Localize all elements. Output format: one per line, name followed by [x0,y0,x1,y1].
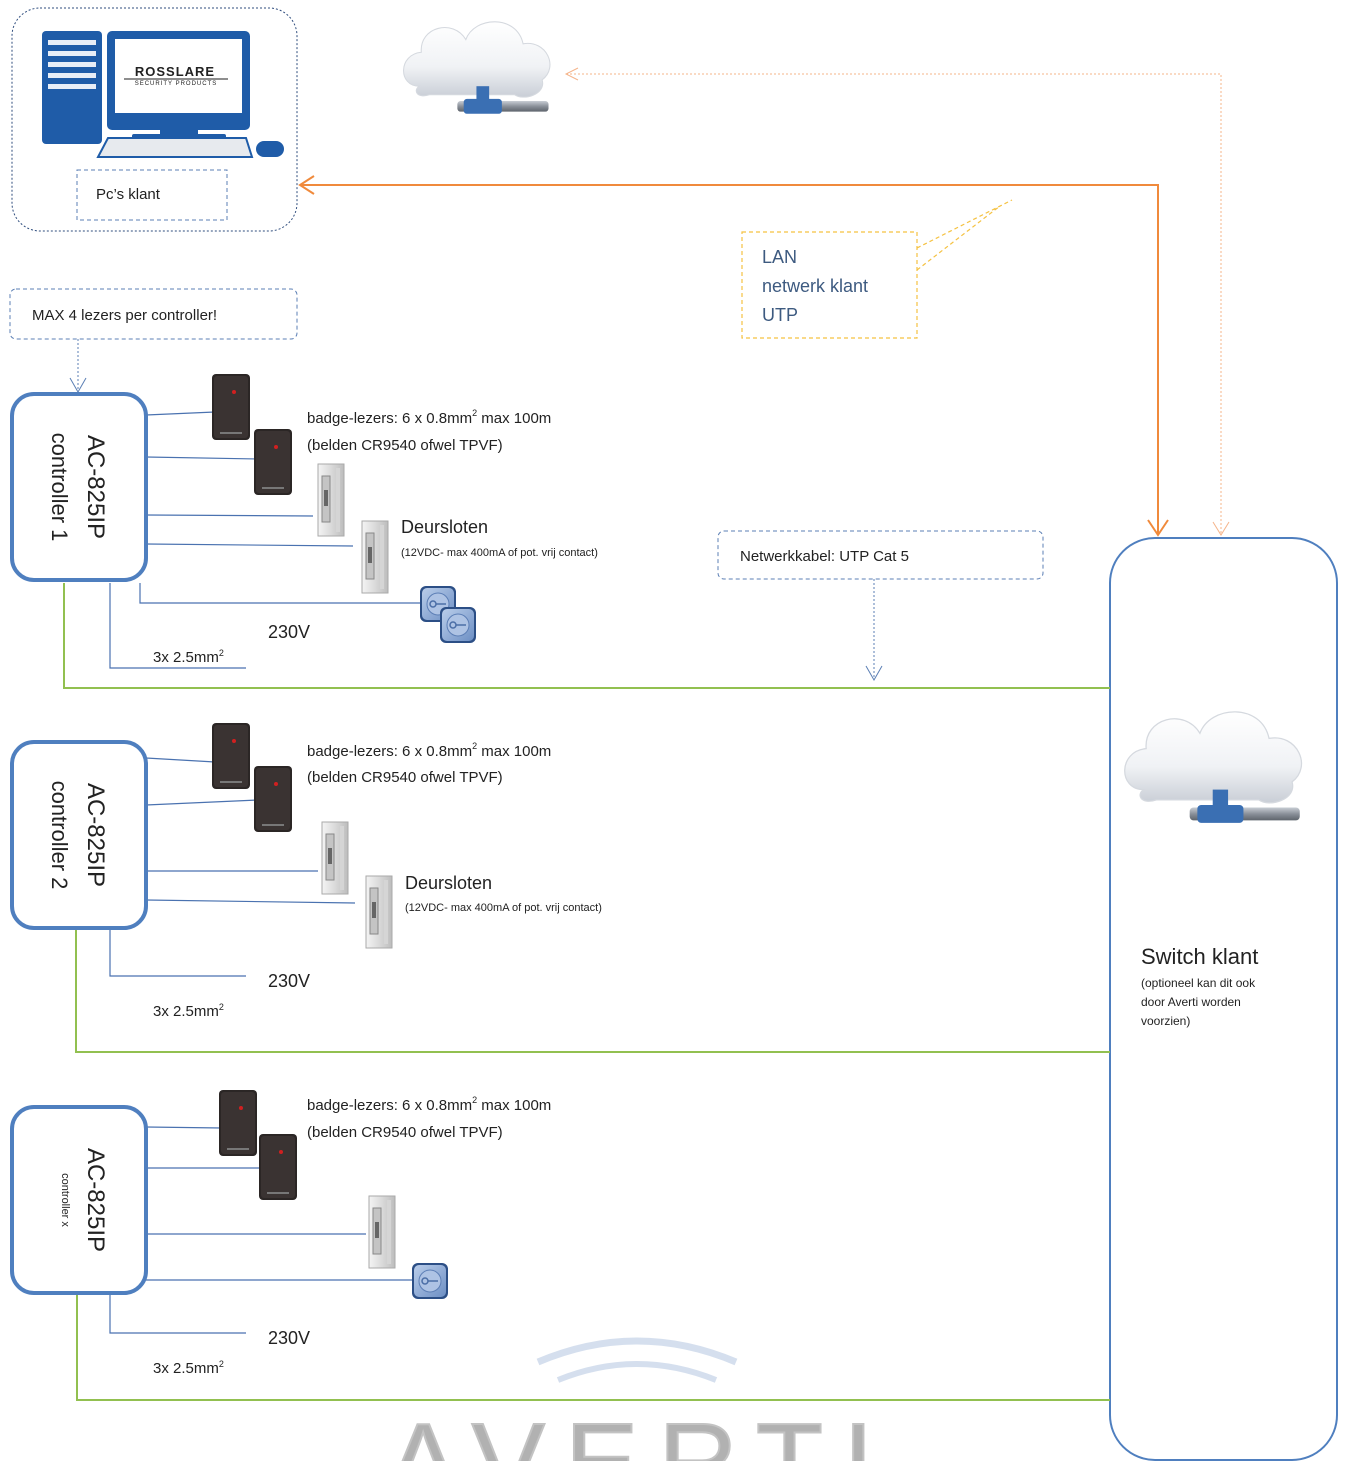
controller-1-locks-title: Deursloten [401,517,488,537]
switch-title: Switch klant [1141,944,1258,969]
network-cable-note: Netwerkkabel: UTP Cat 5 [717,530,1044,682]
exit-button-icon [439,606,477,644]
reader-icon [212,723,250,789]
controller-1-name: controller 1 [47,433,72,542]
logo-sub-text: SECURITY PRODUCTS [135,81,218,87]
switch-box [1109,537,1338,1461]
controller-2-locks-title: Deursloten [405,873,492,893]
internet-link-line [566,73,1222,535]
controller-2-network-line [75,929,1110,1053]
lan-line-2: netwerk klant [762,276,868,296]
controller-2-locks-desc: (12VDC- max 400mA of pot. vrij contact) [405,902,602,914]
door-lock-icon [368,1195,396,1269]
switch-desc-3: voorzien) [1141,1014,1190,1028]
door-lock-icon [361,520,389,594]
controller-1-readers-spec: badge-lezers: 6 x 0.8mm2 max 100m [307,408,551,427]
pc-label-box [76,169,228,221]
computer-icon [42,31,284,158]
pc-group: ROSSLARE SECURITY PRODUCTS Pc’s klant [11,7,298,232]
controller-x-cable: 3x 2.5mm2 [153,1359,224,1377]
controller-x-group: AC-825IP controller x badge-lezers: 6 x … [10,1090,1110,1401]
switch-desc-2: door Averti worden [1141,995,1241,1009]
switch-group: Switch klant (optioneel kan dit ook door… [1109,537,1338,1461]
lan-arrow-left [298,175,315,195]
switch-desc-1: (optioneel kan dit ook [1141,976,1256,990]
controller-2-model: AC-825IP [82,783,109,887]
reader-icon [254,766,292,832]
controller-2-readers-cable: (belden CR9540 ofwel TPVF) [307,769,503,786]
network-cable-text: Netwerkkabel: UTP Cat 5 [740,548,909,565]
reader-icon [212,374,250,440]
internet-arrow-down [1212,521,1230,536]
averti-watermark: AVERTI [385,1337,893,1461]
lan-line-3: UTP [762,305,798,325]
reader-icon [259,1134,297,1200]
max-readers-note: MAX 4 lezers per controller! [9,288,298,394]
controller-x-model: AC-825IP [82,1148,109,1252]
pc-box [11,7,298,232]
controller-x-name: controller x [59,1173,71,1227]
controller-1-cable: 3x 2.5mm2 [153,648,224,666]
lan-callout: LAN netwerk klant UTP [741,199,1013,339]
exit-button-icon [411,1262,449,1300]
note-text: MAX 4 lezers per controller! [32,307,217,324]
controller-1-model: AC-825IP [82,435,109,539]
controller-x-power: 230V [268,1328,310,1348]
controller-x-network-line [76,1295,1110,1401]
controller-2-box [10,740,148,930]
controller-2-power: 230V [268,971,310,991]
watermark-text: AVERTI [386,1401,893,1461]
logo-main-text: ROSSLARE [135,64,215,79]
lan-line-1: LAN [762,247,797,267]
pc-label: Pc’s klant [96,186,161,203]
controller-x-box [10,1105,148,1295]
internet-cloud-icon [403,21,551,115]
lan-arrow-down [1147,519,1169,537]
internet-arrow-left [564,67,579,81]
door-lock-icon [365,875,393,949]
controller-1-network-line [63,583,1110,689]
controller-2-name: controller 2 [47,781,72,890]
reader-icon [254,429,292,495]
controller-2-readers-spec: badge-lezers: 6 x 0.8mm2 max 100m [307,741,551,760]
controller-2-cable: 3x 2.5mm2 [153,1002,224,1020]
door-lock-icon [317,463,345,537]
controller-x-readers-spec: badge-lezers: 6 x 0.8mm2 max 100m [307,1095,551,1114]
door-lock-icon [321,821,349,895]
controller-1-locks-desc: (12VDC- max 400mA of pot. vrij contact) [401,547,598,559]
controller-1-power: 230V [268,622,310,642]
controller-1-box [10,392,148,582]
switch-cloud-icon [1124,711,1303,824]
controller-1-group: AC-825IP controller 1 badge-lezers: 6 x … [10,374,1110,689]
reader-icon [219,1090,257,1156]
controller-1-readers-cable: (belden CR9540 ofwel TPVF) [307,437,503,454]
controller-x-readers-cable: (belden CR9540 ofwel TPVF) [307,1124,503,1141]
controller-2-group: AC-825IP controller 2 badge-lezers: 6 x … [10,723,1110,1053]
lan-link-line [300,184,1159,535]
